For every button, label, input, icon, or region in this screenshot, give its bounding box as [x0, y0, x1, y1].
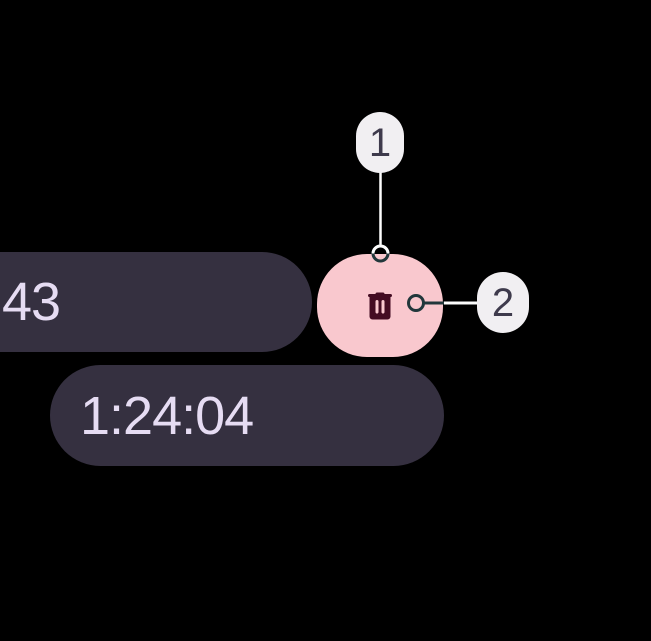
trash-icon	[362, 288, 398, 324]
recording-count-chip[interactable]: 43	[0, 252, 312, 352]
recording-timer-label: 1:24:04	[80, 385, 254, 446]
callout-1-ring-highlight	[371, 244, 390, 254]
callout-1-number: 1	[368, 120, 392, 165]
delete-recording-button[interactable]	[317, 254, 443, 357]
callout-badge-1: 1	[356, 112, 404, 173]
recording-timer-chip[interactable]: 1:24:04	[50, 365, 444, 466]
callout-badge-2: 2	[477, 272, 529, 333]
callout-2-number: 2	[491, 280, 515, 325]
recording-count-label: 43	[2, 272, 61, 332]
